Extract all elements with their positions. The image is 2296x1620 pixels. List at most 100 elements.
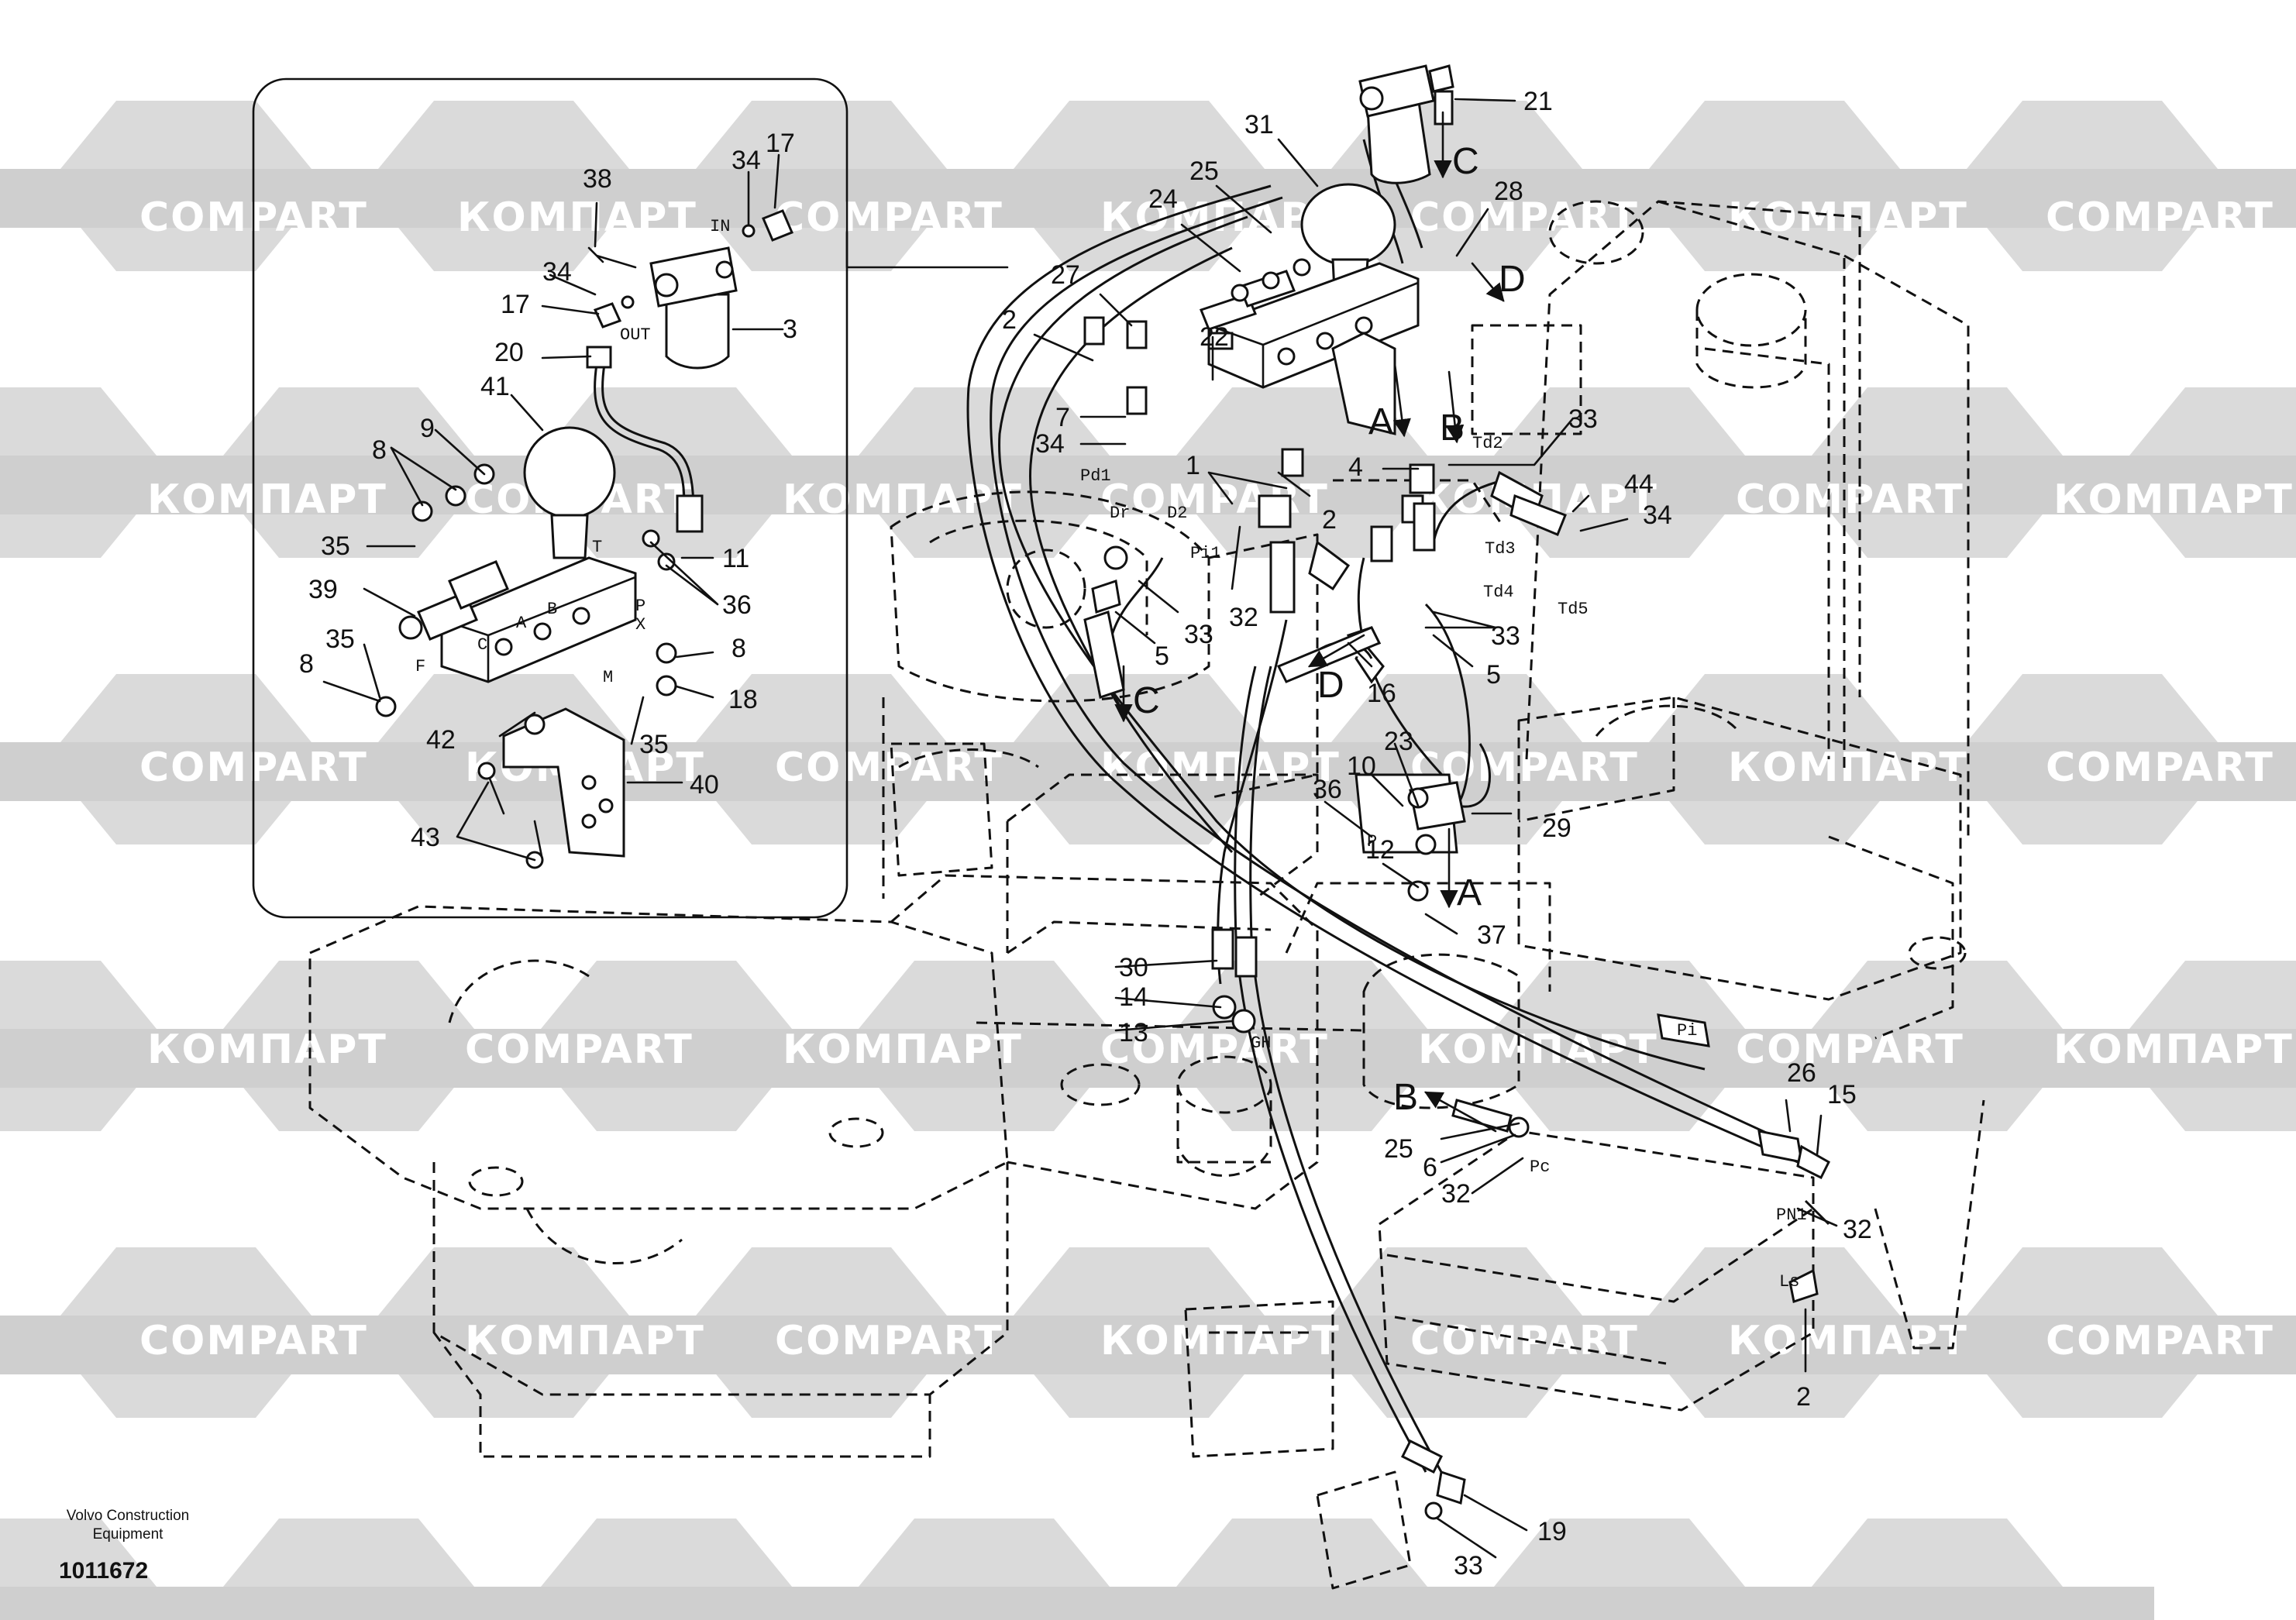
accumulator xyxy=(1300,183,1396,267)
watermark-text: КОМПАРТ xyxy=(1728,194,1968,241)
callout-number: 42 xyxy=(426,725,456,755)
callout-number: 32 xyxy=(1441,1179,1471,1209)
inset-border xyxy=(252,77,849,919)
watermark-text: COMPART xyxy=(2046,745,2274,791)
callout-number: 32 xyxy=(1843,1215,1872,1244)
watermark-text: КОМПАРТ xyxy=(147,1027,387,1073)
flow-letter: B xyxy=(1393,1077,1418,1118)
watermark-text: COMPART xyxy=(1410,194,1639,241)
inset-leaders xyxy=(322,153,784,862)
callout-number: 43 xyxy=(411,823,440,852)
detail-inset xyxy=(252,77,1009,919)
callout-number: 37 xyxy=(1477,920,1506,950)
flow-letter: A xyxy=(1368,401,1393,442)
watermark-text: COMPART xyxy=(2046,194,2274,241)
callout-number: 23 xyxy=(1384,727,1413,756)
port-label: D2 xyxy=(1167,504,1187,523)
callout-number: 40 xyxy=(690,770,719,800)
port-label: Td3 xyxy=(1485,539,1516,559)
inset-leader xyxy=(845,231,1009,269)
callout-number: 35 xyxy=(321,531,350,561)
watermark-text: КОМПАРТ xyxy=(147,476,387,523)
callout-number: 30 xyxy=(1119,953,1148,982)
pilot-filter xyxy=(1366,95,1431,184)
watermark-text: КОМПАРТ xyxy=(1100,1318,1341,1364)
inset-port-labels: IN OUT T P X A B C F M xyxy=(415,217,730,687)
flow-arrow xyxy=(1307,634,1365,668)
watermark-text: КОМПАРТ xyxy=(783,1027,1023,1073)
callout-number: 24 xyxy=(1148,184,1178,214)
main-port-labels: Pd1 Dr D2 Pi1 Td2 Td3 Td4 Td5 P GH Pi Pc… xyxy=(1080,434,1807,1292)
watermark-text: КОМПАРТ xyxy=(457,194,697,241)
port-label: Td5 xyxy=(1558,600,1589,619)
watermark-text: COMPART xyxy=(775,1318,1003,1364)
port-label: OUT xyxy=(620,325,651,345)
port-label: Td4 xyxy=(1483,583,1514,602)
callout-number: 33 xyxy=(1454,1551,1483,1580)
port-label: C xyxy=(477,635,487,655)
machine-frame xyxy=(308,200,1985,1590)
flow-letter: D xyxy=(1317,665,1344,706)
accumulator-inset xyxy=(523,426,616,519)
flow-arrows xyxy=(1114,111,1830,1226)
watermark-text: COMPART xyxy=(775,194,1003,241)
callout-number: 7 xyxy=(1055,403,1070,432)
callout-number: 27 xyxy=(1051,260,1080,290)
watermark-layer xyxy=(0,101,2296,1620)
hose-20-inset xyxy=(594,363,687,520)
callout-number: 33 xyxy=(1491,621,1520,651)
port-label: X xyxy=(635,615,645,635)
inset-parts xyxy=(375,209,793,869)
watermark-text: КОМПАРТ xyxy=(465,1318,705,1364)
callout-number: 14 xyxy=(1119,982,1148,1012)
callout-number: 1 xyxy=(1186,451,1200,480)
callout-number: 25 xyxy=(1384,1134,1413,1164)
flow-arrow xyxy=(1446,370,1465,444)
watermark-text: КОМПАРТ xyxy=(1728,1318,1968,1364)
callout-number: 36 xyxy=(1313,775,1342,804)
drawing-footer: Volvo Construction Equipment 1011672 xyxy=(46,1507,209,1584)
callout-number: 32 xyxy=(1229,603,1258,632)
callout-number: 15 xyxy=(1827,1080,1857,1109)
watermark-text: COMPART xyxy=(2046,1318,2274,1364)
watermark-text: КОМПАРТ xyxy=(1418,1027,1658,1073)
flow-arrow xyxy=(1423,1091,1497,1133)
callout-number: 33 xyxy=(1184,620,1213,649)
brand-caption: Volvo Construction Equipment xyxy=(66,1508,190,1543)
watermark-text: COMPART xyxy=(1736,1027,1964,1073)
callout-number: 21 xyxy=(1523,87,1553,116)
callout-number: 39 xyxy=(308,575,338,604)
port-label: T xyxy=(592,538,602,557)
callout-number: 34 xyxy=(542,257,572,287)
flow-letter: C xyxy=(1133,680,1160,721)
callout-number: 25 xyxy=(1189,156,1219,186)
callout-number: 34 xyxy=(731,146,761,175)
port-label: F xyxy=(415,657,425,676)
port-label: IN xyxy=(710,217,730,236)
callout-number: 34 xyxy=(1643,500,1672,530)
callout-number: 31 xyxy=(1244,110,1274,139)
watermark-text: COMPART xyxy=(1410,1318,1639,1364)
callout-number: 34 xyxy=(1035,429,1065,459)
port-label: Dr xyxy=(1110,504,1130,523)
callout-number: 28 xyxy=(1494,177,1523,206)
hoses xyxy=(966,92,1806,1473)
solenoid-block-inset xyxy=(440,556,637,683)
callout-number: 19 xyxy=(1537,1517,1567,1546)
flow-arrow xyxy=(1392,363,1411,438)
watermark-text: КОМПАРТ xyxy=(1728,745,1968,791)
callout-number: 35 xyxy=(325,624,355,654)
port-label: Pi xyxy=(1677,1021,1697,1040)
callout-number: 16 xyxy=(1367,679,1396,708)
watermark-text: КОМПАРТ xyxy=(1100,745,1341,791)
callout-number: 5 xyxy=(1155,641,1169,671)
callout-number: 29 xyxy=(1542,813,1571,843)
watermark-text: COMPART xyxy=(775,745,1003,791)
watermark-text: КОМПАРТ xyxy=(2053,1027,2294,1073)
flow-letters: C D A B C D A B xyxy=(1133,141,1526,1118)
port-label: Td2 xyxy=(1472,434,1503,453)
callout-number: 11 xyxy=(722,544,749,573)
flow-letter: A xyxy=(1457,872,1482,913)
inset-callouts: 38 34 17 3 20 41 9 8 35 11 36 39 8 35 8 … xyxy=(299,129,797,852)
